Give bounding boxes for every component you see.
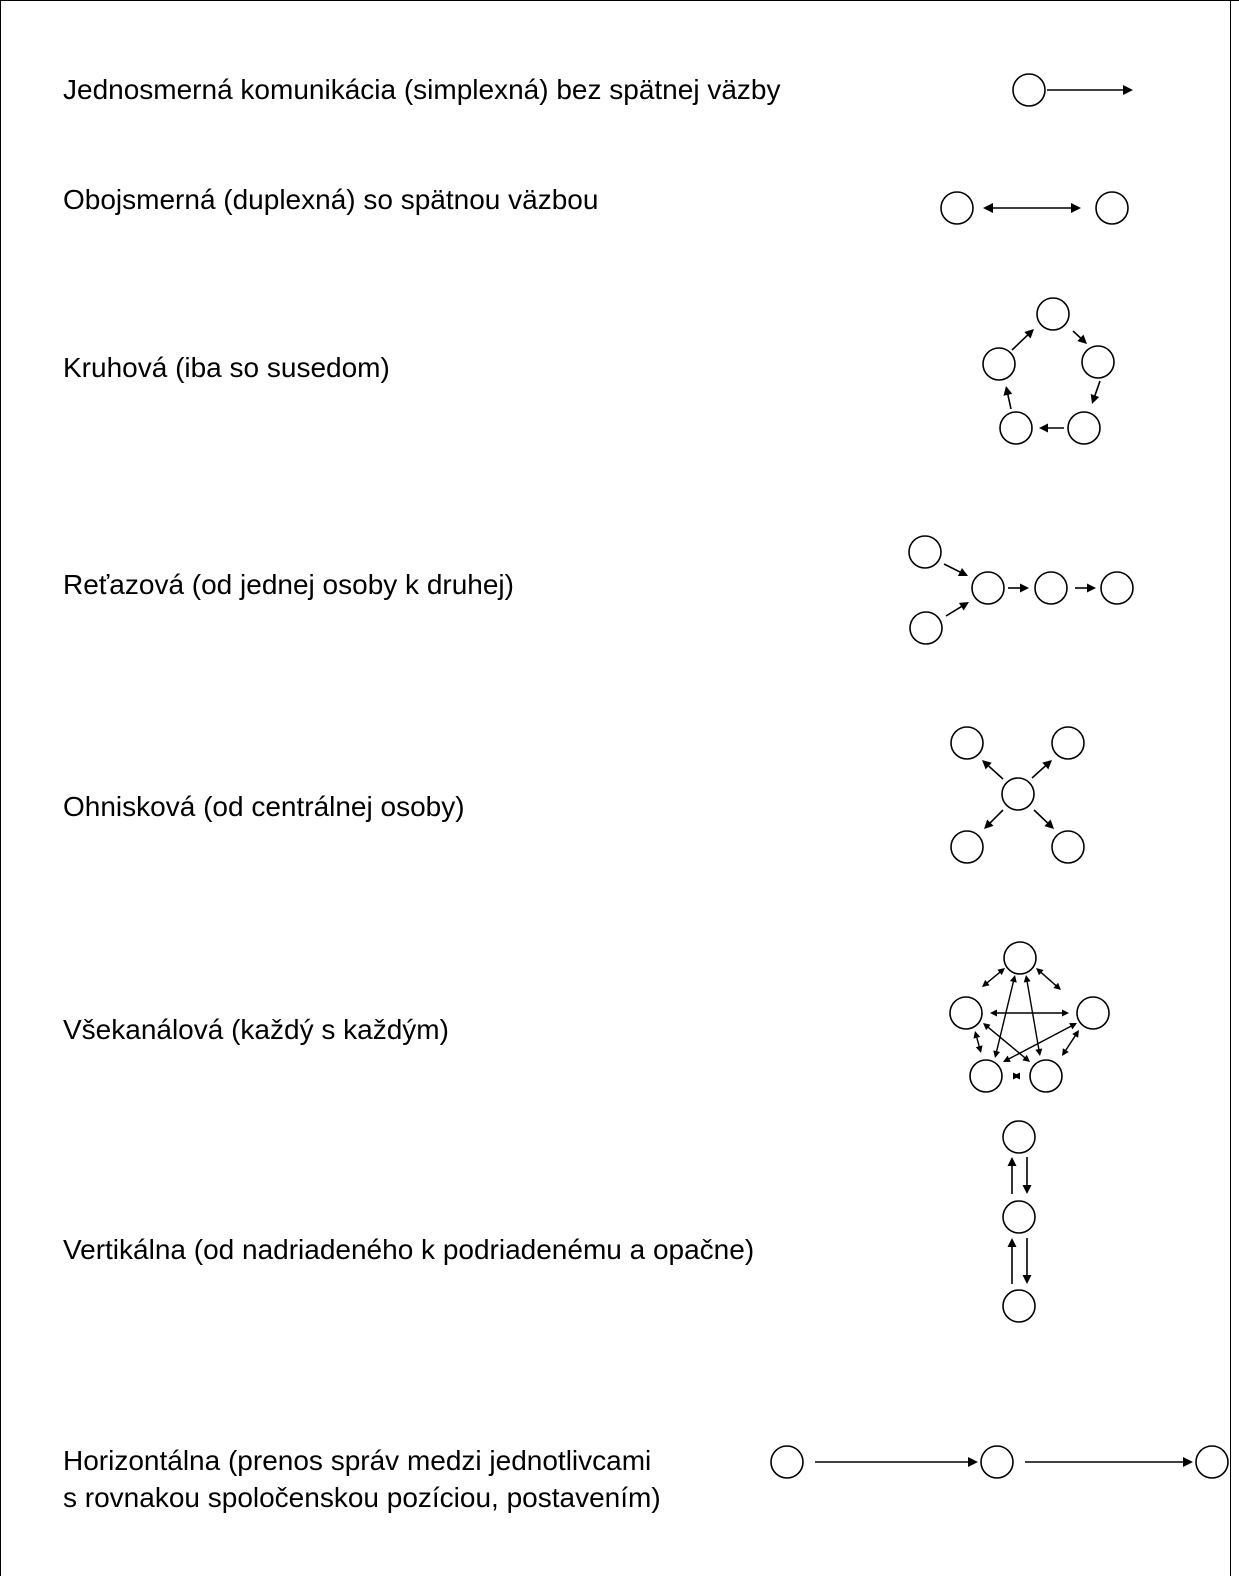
- focal-arrow-center-topright: [1031, 760, 1052, 779]
- simplex-arrow: [1047, 85, 1133, 95]
- circle-node-top: [1036, 297, 1070, 331]
- focal-arrow-center-topleft: [982, 760, 1004, 780]
- label-duplex: Obojsmerná (duplexná) so spätnou väzbou: [63, 184, 599, 215]
- focal-node-bottom-right: [1051, 830, 1085, 864]
- vertical-node-top: [1002, 1120, 1036, 1154]
- label-focal: Ohnisková (od centrálnej osoby): [63, 791, 465, 822]
- allchannel-node-bottom-right: [1029, 1059, 1063, 1093]
- chain-node-3: [1034, 571, 1068, 605]
- horizontal-arrow-1: [815, 1457, 978, 1467]
- circle-arrow-bottomright-bottomleft: [1039, 423, 1064, 433]
- focal-node-bottom-left: [950, 830, 984, 864]
- chain-arrow-3-4: [1075, 583, 1096, 593]
- vertical-node-bottom: [1002, 1289, 1036, 1323]
- label-allchannel: Všekanálová (každý s každým): [63, 1014, 449, 1045]
- allchannel-node-right: [1076, 996, 1110, 1030]
- allchannel-arrow-7: [993, 975, 1017, 1058]
- chain-node-center: [971, 571, 1005, 605]
- allchannel-arrow-10: [1003, 1023, 1077, 1062]
- chain-arrow-bottomleft-center: [945, 602, 969, 617]
- duplex-node-1: [940, 191, 974, 225]
- allchannel-arrow-5: [973, 1031, 983, 1053]
- focal-node-center: [1001, 777, 1035, 811]
- simplex-node-1: [1012, 73, 1046, 107]
- chain-arrow-topleft-center: [943, 563, 968, 576]
- page-frame-right-border: [1230, 0, 1231, 1576]
- allchannel-node-top: [1003, 941, 1037, 975]
- circle-node-right: [1081, 345, 1115, 379]
- circle-arrow-right-bottomright: [1090, 380, 1101, 404]
- label-horizontal-line2: s rovnakou spoločenskou pozíciou, postav…: [63, 1482, 661, 1513]
- focal-node-top-right: [1051, 726, 1085, 760]
- allchannel-arrow-9: [983, 1023, 1030, 1062]
- vertical-arrow-up-1: [1007, 1157, 1017, 1194]
- label-chain: Reťazová (od jednej osoby k druhej): [63, 569, 514, 600]
- duplex-node-2: [1095, 191, 1129, 225]
- allchannel-arrow-2: [1036, 968, 1061, 990]
- vertical-arrow-up-2: [1007, 1238, 1017, 1284]
- chain-node-bottom-left: [909, 611, 943, 645]
- vertical-arrow-down-2: [1022, 1238, 1032, 1284]
- circle-arrow-top-right: [1072, 330, 1087, 344]
- horizontal-node-1: [770, 1445, 804, 1479]
- horizontal-node-2: [980, 1445, 1014, 1479]
- horizontal-node-3: [1195, 1445, 1229, 1479]
- allchannel-arrow-4: [1013, 1072, 1020, 1080]
- circle-arrow-bottomleft-left: [1003, 386, 1013, 410]
- allchannel-arrow-8: [1023, 975, 1043, 1056]
- label-vertical: Vertikálna (od nadriadeného k podriadené…: [63, 1234, 755, 1265]
- allchannel-node-left: [949, 996, 983, 1030]
- allchannel-arrow-1: [982, 968, 1005, 987]
- focal-node-top-left: [950, 726, 984, 760]
- chain-node-top-left: [908, 535, 942, 569]
- circle-node-bottom-left: [999, 411, 1033, 445]
- vertical-node-middle: [1002, 1200, 1036, 1234]
- chain-node-4: [1100, 571, 1134, 605]
- horizontal-arrow-2: [1025, 1457, 1193, 1467]
- label-circle: Kruhová (iba so susedom): [63, 352, 390, 383]
- focal-arrow-center-bottomleft: [984, 809, 1004, 829]
- vertical-arrow-down-1: [1022, 1157, 1032, 1194]
- allchannel-arrow-6: [990, 1009, 1069, 1017]
- allchannel-arrow-3: [1062, 1030, 1079, 1056]
- allchannel-node-bottom-left: [969, 1059, 1003, 1093]
- circle-node-left: [982, 347, 1016, 381]
- circle-node-bottom-right: [1067, 411, 1101, 445]
- circle-arrow-left-top: [1011, 329, 1034, 351]
- focal-arrow-center-bottomright: [1033, 809, 1054, 829]
- duplex-arrow: [983, 203, 1081, 213]
- chain-arrow-center-3: [1008, 583, 1029, 593]
- label-simplex: Jednosmerná komunikácia (simplexná) bez …: [63, 74, 781, 105]
- label-horizontal-line1: Horizontálna (prenos správ medzi jednotl…: [63, 1445, 652, 1476]
